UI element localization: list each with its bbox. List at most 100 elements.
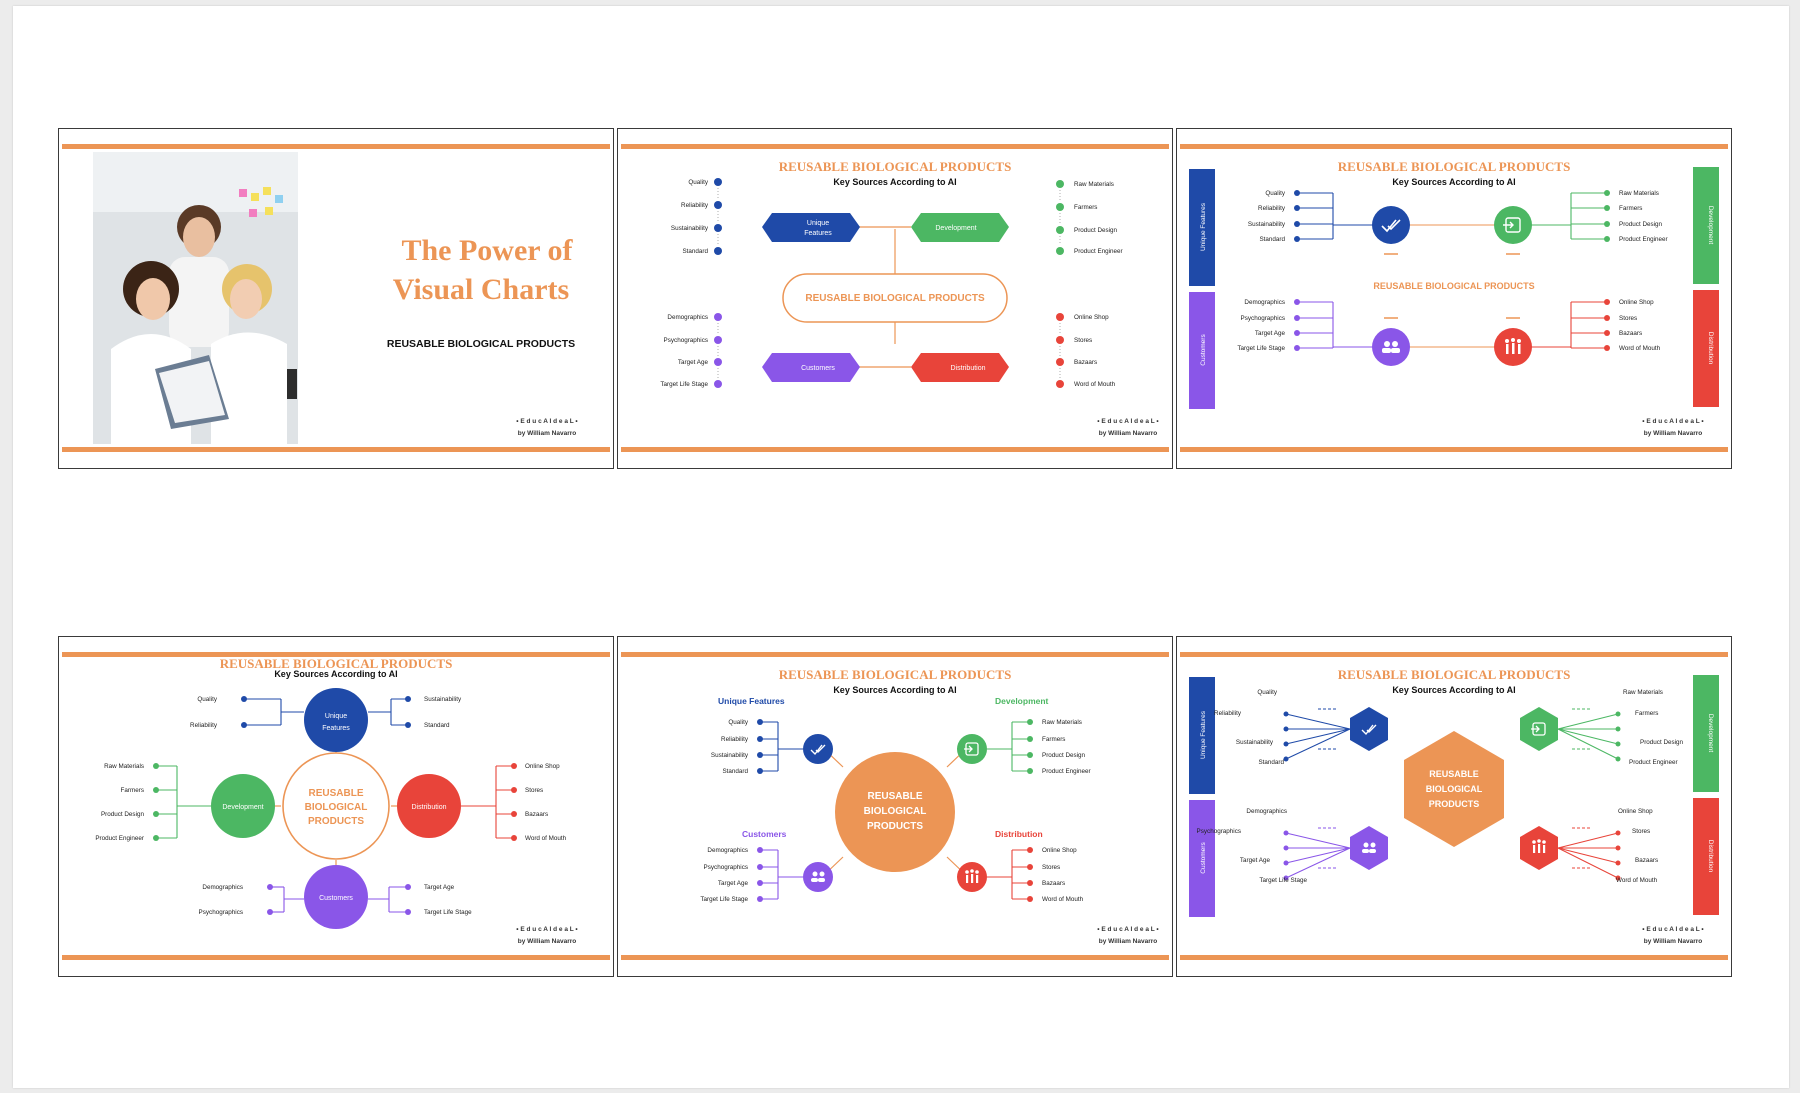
brand-label: • E d u c A I d e a L • bbox=[1642, 926, 1704, 933]
unique-item-2-dot bbox=[1283, 726, 1289, 732]
development-item-2: Farmers bbox=[1619, 205, 1642, 212]
unique-item-1-dot bbox=[757, 719, 763, 725]
customers-connector bbox=[1285, 847, 1351, 864]
center-line-1: REUSABLE bbox=[308, 788, 363, 799]
unique-item-1: Quality bbox=[688, 179, 708, 186]
customers-label: Customers bbox=[319, 895, 353, 902]
unique-item-1-dot bbox=[714, 178, 722, 186]
development-side-label: Development bbox=[1707, 206, 1714, 244]
unique-features-side-bar bbox=[1189, 677, 1215, 794]
development-item-2: Farmers bbox=[1635, 710, 1658, 717]
customers-item-2-dot bbox=[1294, 315, 1300, 321]
customers-side-label: Customers bbox=[1200, 842, 1207, 874]
development-item-4-dot bbox=[1056, 247, 1064, 255]
development-item-2-dot bbox=[1604, 205, 1610, 211]
center-line-1: REUSABLE bbox=[1429, 769, 1479, 779]
unique-item-2: Reliability bbox=[681, 202, 709, 209]
unique-item-3: Sustainability bbox=[424, 696, 462, 703]
people-icon bbox=[1382, 341, 1400, 353]
distribution-label: Distribution bbox=[411, 804, 446, 811]
author-label: by William Navarro bbox=[518, 938, 576, 945]
slide-thumbnail-cover[interactable]: The Power of Visual Charts REUSABLE BIOL… bbox=[58, 128, 614, 469]
distribution-item-4: Word of Mouth bbox=[1074, 381, 1116, 388]
top-bar bbox=[621, 652, 1169, 657]
development-item-3-dot bbox=[1056, 226, 1064, 234]
double-check-icon bbox=[810, 744, 826, 756]
bottom-bar bbox=[62, 447, 610, 452]
customers-item-2: Psychographics bbox=[704, 864, 748, 871]
development-circle bbox=[957, 734, 987, 764]
distribution-item-3: Bazaars bbox=[1619, 330, 1642, 337]
unique-item-4-dot bbox=[714, 247, 722, 255]
center-line-2: BIOLOGICAL bbox=[305, 802, 368, 813]
distribution-item-2-dot bbox=[1604, 315, 1610, 321]
slide-thumbnail-5[interactable]: REUSABLE BIOLOGICAL PRODUCTS Key Sources… bbox=[617, 636, 1173, 977]
top-bar bbox=[1180, 652, 1728, 657]
development-item-2-dot bbox=[1615, 726, 1621, 732]
unique-features-line2: Features bbox=[804, 230, 832, 237]
customers-item-1: Demographics bbox=[707, 847, 748, 854]
unique-features-side-bar bbox=[1189, 169, 1215, 286]
distribution-item-2: Stores bbox=[1619, 315, 1637, 322]
development-item-4-dot bbox=[1027, 768, 1033, 774]
cover-photo bbox=[93, 152, 298, 444]
unique-connector bbox=[1285, 728, 1351, 745]
customers-item-2-dot bbox=[1283, 845, 1289, 851]
distribution-circle bbox=[397, 774, 461, 838]
distribution-item-3: Bazaars bbox=[525, 811, 548, 818]
slide-subtitle: Key Sources According to AI bbox=[1392, 685, 1515, 695]
customers-item-3-dot bbox=[714, 358, 722, 366]
customers-item-2: Psychographics bbox=[199, 909, 243, 916]
unique-item-3: Sustainability bbox=[1248, 221, 1286, 228]
development-side-bar bbox=[1693, 675, 1719, 792]
unique-item-3: Sustainability bbox=[1236, 739, 1274, 746]
development-item-2-dot bbox=[1027, 736, 1033, 742]
distribution-item-3: Bazaars bbox=[1042, 880, 1065, 887]
customers-item-1-dot bbox=[1294, 299, 1300, 305]
distribution-connector bbox=[1557, 832, 1619, 849]
distribution-item-2: Stores bbox=[1632, 828, 1650, 835]
development-item-3: Product Design bbox=[1042, 752, 1086, 759]
customers-item-3-dot bbox=[757, 880, 763, 886]
distribution-side-bar bbox=[1693, 290, 1719, 407]
distribution-item-3-dot bbox=[1615, 860, 1621, 866]
unique-item-1: Quality bbox=[1265, 190, 1285, 197]
customers-item-1-dot bbox=[714, 313, 722, 321]
customers-item-3-dot bbox=[1294, 330, 1300, 336]
unique-item-1: Quality bbox=[1257, 689, 1277, 696]
unique-features-line1: Unique bbox=[807, 220, 829, 227]
author-label: by William Navarro bbox=[1099, 938, 1157, 945]
distribution-item-4-dot bbox=[1027, 896, 1033, 902]
slide-thumbnail-3[interactable]: REUSABLE BIOLOGICAL PRODUCTS Key Sources… bbox=[1176, 128, 1732, 469]
unique-item-2-dot bbox=[757, 736, 763, 742]
brand-label: • E d u c A I d e a L • bbox=[1642, 418, 1704, 425]
customers-node bbox=[762, 353, 860, 382]
distribution-circle bbox=[1494, 328, 1532, 366]
distribution-heading: Distribution bbox=[995, 829, 1043, 839]
development-side-bar bbox=[1693, 167, 1719, 284]
document-page: The Power of Visual Charts REUSABLE BIOL… bbox=[13, 6, 1789, 1088]
slide-thumbnail-2[interactable]: REUSABLE BIOLOGICAL PRODUCTS Key Sources… bbox=[617, 128, 1173, 469]
unique-connector bbox=[1285, 713, 1351, 730]
development-item-4: Product Engineer bbox=[1619, 236, 1668, 243]
distribution-item-4-dot bbox=[1615, 875, 1621, 881]
customers-connector bbox=[1285, 832, 1351, 849]
slide-subtitle: Key Sources According to AI bbox=[833, 685, 956, 695]
slide-thumbnail-6[interactable]: REUSABLE BIOLOGICAL PRODUCTS Key Sources… bbox=[1176, 636, 1732, 977]
distribution-item-2-dot bbox=[1027, 864, 1033, 870]
development-item-1: Raw Materials bbox=[1074, 181, 1114, 188]
slide-thumbnail-4[interactable]: REUSABLE BIOLOGICAL PRODUCTS Key Sources… bbox=[58, 636, 614, 977]
development-item-2: Farmers bbox=[121, 787, 144, 794]
customers-item-2-dot bbox=[267, 909, 273, 915]
distribution-item-3-dot bbox=[511, 811, 517, 817]
development-item-2-dot bbox=[1056, 203, 1064, 211]
development-item-4: Product Engineer bbox=[1042, 768, 1091, 775]
distribution-item-4-dot bbox=[511, 835, 517, 841]
slide-subtitle: Key Sources According to AI bbox=[1392, 177, 1515, 187]
distribution-connector bbox=[1557, 847, 1619, 864]
crowd-icon bbox=[1505, 338, 1521, 354]
customers-item-3: Target Age bbox=[1240, 857, 1271, 864]
customers-side-bar bbox=[1189, 292, 1215, 409]
distribution-item-1: Online Shop bbox=[1619, 299, 1654, 306]
unique-item-4-dot bbox=[1294, 236, 1300, 242]
